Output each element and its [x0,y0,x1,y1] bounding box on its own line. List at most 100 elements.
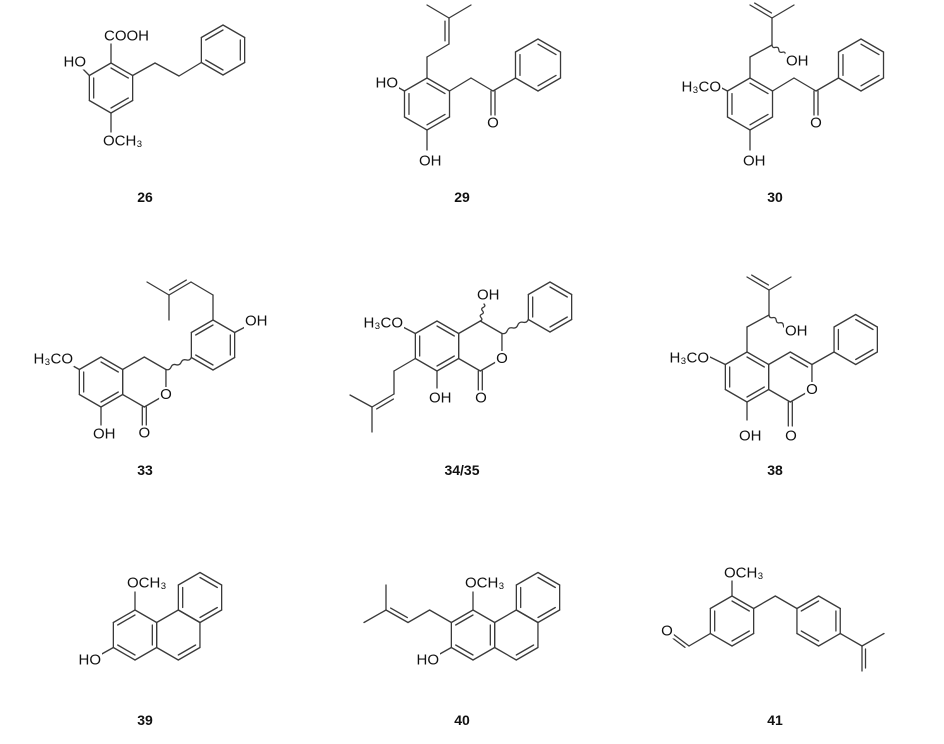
label-mask [805,382,819,397]
bond [110,97,129,109]
bond [839,632,863,647]
label-mask [418,153,443,169]
bond [731,630,750,642]
bond [749,82,769,95]
bond [450,609,474,624]
aldehyde-oxygen-label: O [661,623,673,640]
hydroxy-label: OH [245,313,268,330]
bond [746,388,770,403]
bond [537,74,557,87]
label-mask [159,387,173,402]
bond [472,609,496,624]
bond [195,354,214,366]
bond [749,4,773,19]
bond [709,356,726,366]
bond [817,632,841,647]
bond [177,646,201,661]
bond [155,609,179,624]
bond [731,595,755,610]
bond [99,646,114,656]
bond [537,609,561,624]
bond [724,388,748,403]
bond [389,607,408,619]
bond [749,77,774,92]
bond [789,351,813,366]
bond [349,394,373,408]
bond [515,644,535,656]
label-mask [464,575,506,591]
bond [514,38,539,53]
bond [493,609,517,624]
bond [746,276,770,291]
bond [448,4,472,19]
bond [110,62,134,77]
bond [168,281,192,296]
bond [222,61,246,76]
bond [199,576,218,589]
bond [753,595,776,610]
bond [100,393,124,408]
bond [768,276,792,291]
bond [537,43,557,56]
bond [190,319,214,334]
bond [222,24,246,39]
ring-oxygen-label: O [806,381,818,398]
bond [746,356,765,368]
bond [385,609,409,624]
bond [709,595,733,610]
label-mask [785,53,810,69]
bond [855,348,874,361]
bond [407,609,431,624]
label-mask [77,652,102,668]
bond [754,2,773,14]
bond [549,316,568,328]
bond [100,391,119,403]
bond [817,595,841,610]
bond [749,113,769,126]
bond [112,609,136,624]
bond [212,356,236,371]
bond [426,4,450,19]
bond [860,43,880,56]
bond [199,571,223,586]
label-mask [92,426,117,442]
bond [811,351,835,366]
bond [393,357,416,372]
label-mask [495,351,509,366]
bond [746,351,770,366]
bond [436,355,455,367]
bond [195,324,214,336]
bond [515,609,539,624]
bond [112,646,136,661]
bond [78,393,102,408]
bond [200,61,224,76]
bond [426,116,451,131]
bond [450,646,474,661]
methoxy-label: H₃CO [34,351,73,368]
bond [205,59,224,71]
bond [426,113,446,126]
bond [200,24,224,39]
bond [726,116,751,131]
bond [833,313,857,328]
bond [771,4,795,19]
bond [855,351,879,366]
bond [168,279,187,291]
label-mask [660,623,674,639]
wavy-bond [501,318,529,335]
bond [457,320,481,335]
hydroxy-label: OH [429,390,452,407]
carbonyl-oxygen-label: O [487,115,499,132]
hydroxy-label: HO [417,652,440,669]
bond [154,62,180,77]
wavy-bond [165,356,192,371]
hydroxy-label: OH [785,323,808,340]
bond [100,356,124,371]
bond [177,609,201,624]
bond [190,356,214,371]
label-mask [428,390,453,406]
bond [88,62,112,77]
